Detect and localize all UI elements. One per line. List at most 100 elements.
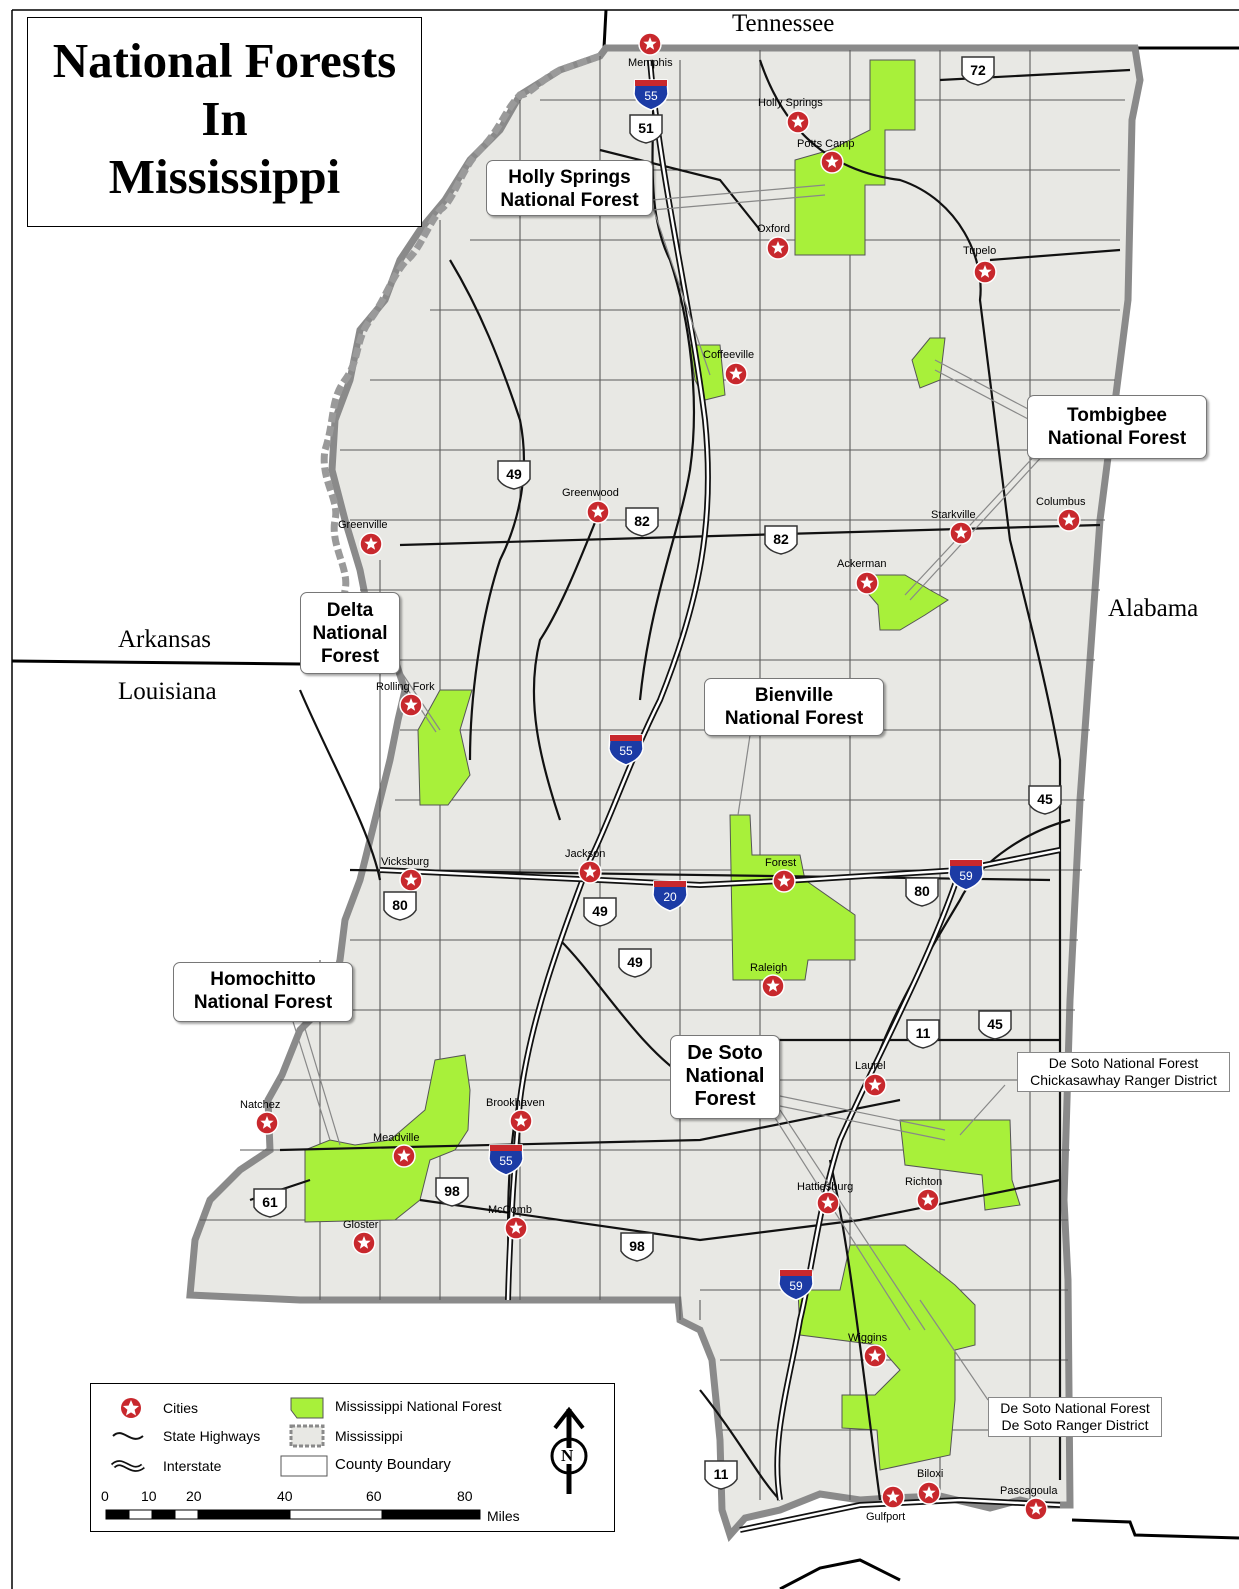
legend-mississippi-icon — [289, 1424, 325, 1448]
callout-tombigbee-line1: Tombigbee — [1067, 405, 1167, 426]
city-laurel: Laurel — [855, 1060, 887, 1097]
interstate-number: 55 — [644, 89, 658, 103]
city-label: Vicksburg — [381, 856, 429, 868]
city-star-icon — [868, 1349, 882, 1362]
scale-tick-40: 40 — [277, 1488, 293, 1504]
highway-shield-11: 11 — [906, 1019, 940, 1049]
highway-shield-49: 49 — [618, 948, 652, 978]
city-label: Potts Camp — [797, 138, 854, 150]
state-outline — [186, 44, 1144, 1542]
city-label: Laurel — [855, 1060, 886, 1072]
city-label: Memphis — [628, 57, 673, 69]
city-label: Greenwood — [562, 487, 619, 499]
city-star-icon — [791, 115, 805, 128]
interstate-number: 55 — [499, 1154, 513, 1168]
highway-shield-49: 49 — [497, 460, 531, 490]
interstate-number: 55 — [619, 744, 633, 758]
city-tupelo: Tupelo — [963, 245, 997, 284]
city-star-icon — [591, 505, 605, 518]
callout-tombigbee: Tombigbee National Forest — [1027, 395, 1207, 459]
callout-desoto-line3: Forest — [694, 1088, 756, 1110]
scale-tick-20: 20 — [186, 1488, 202, 1504]
callout-desoto-district-line1: De Soto National Forest — [1000, 1400, 1150, 1416]
label-louisiana: Louisiana — [118, 678, 217, 705]
city-label: Rolling Fork — [376, 681, 435, 693]
legend-forest-icon — [290, 1397, 324, 1419]
highway-number: 72 — [970, 62, 986, 78]
city-label: Wiggins — [848, 1332, 888, 1344]
city-label: Starkville — [931, 509, 976, 521]
city-star-icon — [868, 1078, 882, 1091]
interstate-shield-55: 55 — [633, 79, 669, 111]
city-star-icon — [260, 1116, 274, 1129]
callout-bienville-line2: National Forest — [724, 708, 864, 729]
city-star-icon — [766, 979, 780, 992]
city-star-icon — [771, 241, 785, 254]
city-star-icon — [729, 367, 743, 380]
city-star-icon — [886, 1490, 900, 1503]
highway-number: 61 — [262, 1194, 278, 1210]
city-label: Holly Springs — [758, 97, 823, 109]
highway-shield-82: 82 — [764, 525, 798, 555]
title-line-2: In — [201, 91, 248, 146]
label-tennessee: Tennessee — [732, 10, 835, 37]
interstate-number: 59 — [959, 869, 973, 883]
forest-homochitto — [304, 1054, 471, 1223]
callout-desoto-district: De Soto National Forest De Soto Ranger D… — [988, 1397, 1162, 1437]
city-star-icon — [357, 1236, 371, 1249]
city-gloster: Gloster — [343, 1219, 379, 1255]
city-label: Columbus — [1036, 496, 1086, 508]
city-label: Meadville — [373, 1132, 419, 1144]
map-title: National Forests In Mississippi — [27, 17, 422, 227]
highway-number: 98 — [629, 1238, 645, 1254]
callout-chickasawhay-district: De Soto National Forest Chickasawhay Ran… — [1017, 1052, 1230, 1092]
legend-forest-label: Mississippi National Forest — [335, 1398, 502, 1414]
city-label: Pascagoula — [1000, 1485, 1058, 1497]
city-rolling-fork: Rolling Fork — [376, 681, 435, 717]
callout-desoto-line2: National — [685, 1065, 765, 1087]
city-label: Ackerman — [837, 558, 887, 570]
city-meadville: Meadville — [373, 1132, 419, 1168]
highway-number: 82 — [773, 531, 789, 547]
callout-delta: Delta National Forest — [300, 592, 400, 674]
city-label: Brookhaven — [486, 1097, 545, 1109]
city-star-icon — [978, 265, 992, 278]
city-label: Tupelo — [963, 245, 996, 257]
interstate-shield-59: 59 — [778, 1269, 814, 1301]
city-greenwood: Greenwood — [562, 487, 619, 524]
callout-homochitto-line2: National Forest — [193, 992, 333, 1013]
scale-tick-80: 80 — [457, 1488, 473, 1504]
legend-symbols — [105, 1397, 588, 1520]
city-jackson: Jackson — [565, 848, 605, 884]
callout-homochitto: Homochitto National Forest — [173, 962, 353, 1022]
city-hattiesburg: Hattiesburg — [797, 1181, 853, 1215]
callout-holly-springs: Holly Springs National Forest — [486, 160, 653, 216]
highway-number: 80 — [392, 897, 408, 913]
label-alabama: Alabama — [1108, 595, 1199, 622]
city-raleigh: Raleigh — [750, 962, 787, 998]
highway-shield-51: 51 — [629, 114, 663, 144]
city-label: Gulfport — [866, 1511, 905, 1523]
title-line-1: National Forests — [52, 33, 397, 88]
highway-number: 45 — [1037, 791, 1053, 807]
highway-shield-61: 61 — [253, 1188, 287, 1218]
legend-county-label: County Boundary — [335, 1456, 451, 1473]
highway-number: 49 — [592, 903, 608, 919]
city-forest: Forest — [765, 857, 796, 893]
legend-cities-label: Cities — [163, 1400, 199, 1416]
city-columbus: Columbus — [1036, 496, 1086, 532]
city-star-icon — [404, 873, 418, 886]
highway-shield-80: 80 — [905, 877, 939, 907]
city-star-icon — [404, 698, 418, 711]
scale-bar — [105, 1509, 481, 1520]
highway-number: 49 — [627, 954, 643, 970]
legend-highway-icon — [112, 1432, 144, 1440]
city-holly-springs: Holly Springs — [758, 97, 823, 134]
city-biloxi: Biloxi — [917, 1468, 943, 1505]
city-potts-camp: Potts Camp — [797, 138, 854, 174]
city-star-icon — [364, 537, 378, 550]
label-arkansas: Arkansas — [118, 626, 212, 653]
legend-city-star — [123, 1400, 139, 1416]
